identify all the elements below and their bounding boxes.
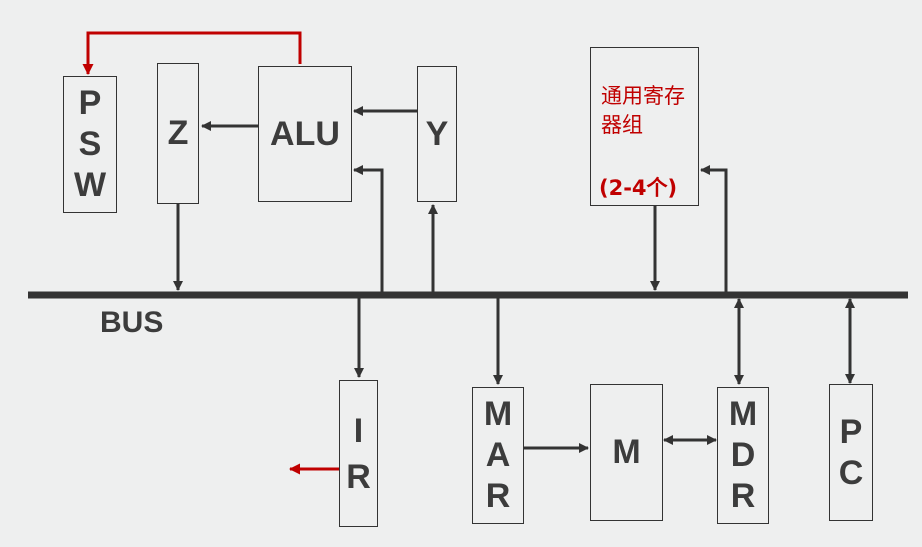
ir-letter: I bbox=[353, 411, 364, 450]
mdr-letter: M bbox=[728, 395, 758, 433]
ir-register: I R bbox=[339, 380, 378, 527]
bus-to-gpr-arrow bbox=[700, 165, 728, 292]
alu-label: ALU bbox=[270, 114, 340, 153]
general-purpose-register-file: 通用寄存器组 (2-4个) bbox=[590, 47, 699, 206]
memory-label: M bbox=[612, 433, 641, 471]
psw-register: P S W bbox=[63, 76, 117, 213]
pc-register: P C bbox=[829, 384, 873, 521]
mdr-register: M D R bbox=[717, 387, 769, 524]
bus-label: BUS bbox=[100, 306, 164, 339]
psw-letter: W bbox=[73, 166, 107, 204]
bus-to-alu-arrow bbox=[353, 165, 384, 292]
psw-letter: P bbox=[78, 84, 102, 122]
gpr-count: (2-4个) bbox=[599, 176, 678, 200]
alu-unit: ALU bbox=[258, 66, 352, 202]
mar-letter: R bbox=[485, 477, 511, 515]
pc-letter: C bbox=[838, 453, 864, 492]
z-register: Z bbox=[157, 63, 199, 204]
y-label: Y bbox=[425, 114, 449, 153]
alu-to-psw-arrow bbox=[82, 31, 302, 75]
ir-letter: R bbox=[346, 457, 371, 496]
y-register: Y bbox=[417, 66, 457, 202]
mar-register: M A R bbox=[472, 387, 524, 524]
z-label: Z bbox=[167, 114, 189, 152]
mdr-letter: D bbox=[730, 436, 756, 474]
mdr-letter: R bbox=[730, 477, 756, 515]
psw-letter: S bbox=[78, 125, 102, 163]
pc-letter: P bbox=[839, 412, 863, 451]
mar-letter: A bbox=[485, 436, 511, 474]
mar-letter: M bbox=[483, 395, 513, 433]
gpr-title: 通用寄存器组 bbox=[601, 84, 685, 137]
memory-unit: M bbox=[590, 384, 663, 521]
